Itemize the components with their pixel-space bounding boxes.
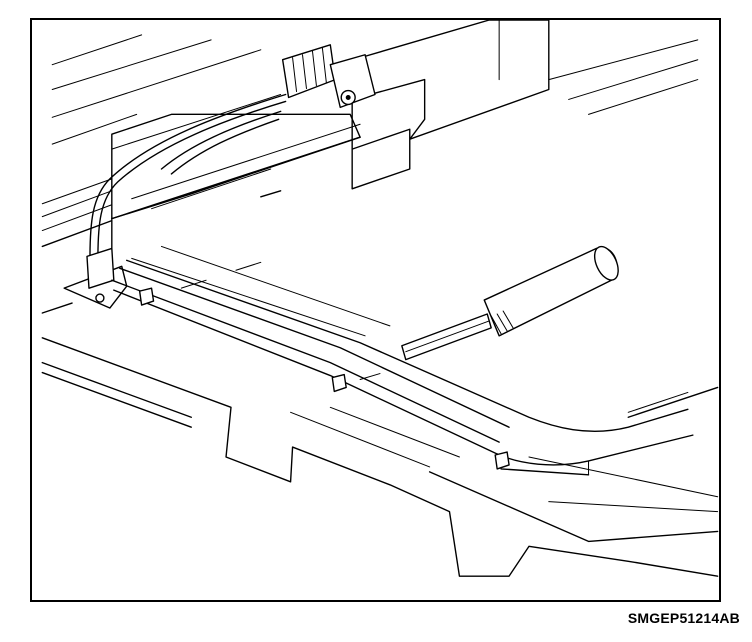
screwdriver-tool bbox=[401, 245, 619, 361]
trim-plate bbox=[111, 113, 361, 265]
upper-panel-lines bbox=[41, 34, 282, 248]
rear-bracket bbox=[351, 20, 699, 190]
wire-harness bbox=[89, 93, 287, 260]
lens-clips bbox=[138, 287, 510, 470]
figure-id-label: SMGEP51214AB bbox=[627, 610, 740, 626]
lamp-lens-assembly bbox=[111, 245, 694, 476]
lower-body-panel bbox=[41, 302, 719, 577]
lamp-mount-tab bbox=[63, 247, 128, 309]
wire-connector bbox=[281, 44, 376, 109]
illustration-frame bbox=[30, 18, 721, 602]
line-illustration bbox=[41, 20, 719, 577]
phantom-lines bbox=[180, 261, 381, 381]
